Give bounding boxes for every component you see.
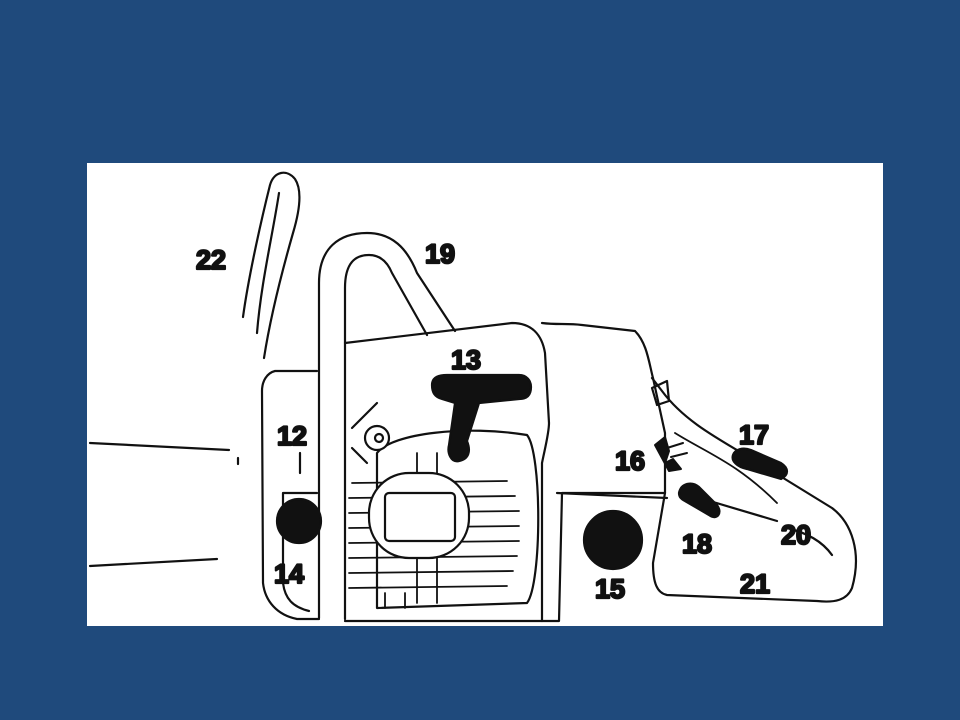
diagram-panel: 22 19 13 12 14 15 16 17 18 20 21	[87, 163, 883, 626]
brake-pivot	[363, 424, 391, 452]
throttle-trigger	[677, 482, 721, 519]
clutch-cover-inner	[281, 491, 319, 613]
callout-15: 15	[595, 574, 625, 604]
front-hand-guard-inner	[255, 191, 281, 335]
oil-cap	[275, 497, 323, 545]
callout-17: 17	[739, 420, 769, 450]
rear-handle-grip	[674, 432, 778, 504]
front-handle	[317, 231, 457, 620]
callout-12: 12	[277, 421, 307, 451]
starter-cover	[375, 429, 540, 610]
fuel-cap	[582, 509, 644, 571]
callout-19: 19	[425, 239, 455, 269]
callout-14: 14	[274, 559, 304, 589]
callout-21: 20	[781, 520, 811, 550]
rear-handle-body	[650, 376, 857, 603]
guide-bar	[88, 441, 240, 568]
chainsaw-diagram: 22 19 13 12 14 15 16 17 18 20 21	[88, 171, 857, 623]
callout-16: 16	[615, 446, 645, 476]
choke-control	[654, 436, 688, 472]
throttle-lockout	[731, 447, 789, 481]
front-hand-guard	[241, 171, 301, 360]
callout-13: 13	[451, 345, 481, 375]
clutch-cover	[260, 369, 321, 621]
engine-housing	[343, 321, 551, 623]
rear-housing	[540, 321, 667, 623]
muffler-inner	[383, 491, 457, 543]
callout-18: 18	[682, 529, 712, 559]
starter-handle	[430, 373, 533, 463]
front-handle-inner	[343, 253, 429, 621]
callout-20: 22	[196, 245, 226, 275]
callout-22: 21	[740, 569, 770, 599]
